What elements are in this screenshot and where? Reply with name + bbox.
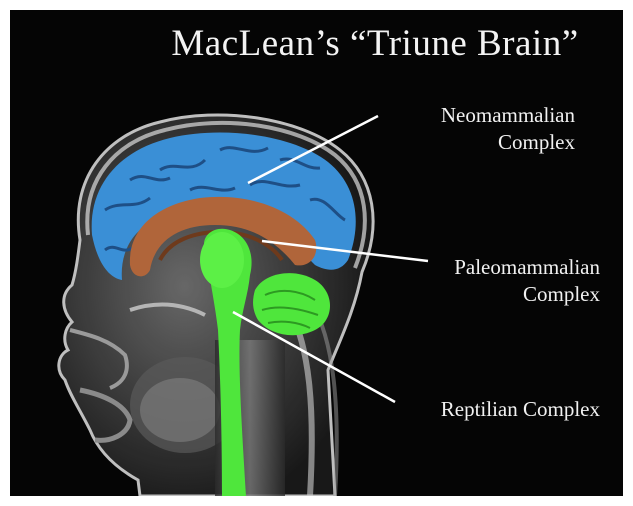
paleomammalian-label-line-1: Paleomammalian — [390, 254, 600, 281]
neomammalian-label-line-1: Neomammalian — [370, 102, 575, 129]
reptilian-label: Reptilian Complex — [370, 396, 600, 423]
diagram-title: MacLean’s “Triune Brain” — [140, 22, 610, 65]
paleomammalian-label: Paleomammalian Complex — [390, 254, 600, 308]
neomammalian-label-line-2: Complex — [370, 129, 575, 156]
diagram-frame: MacLean’s “Triune Brain” Neomammalian Co… — [10, 10, 623, 496]
neomammalian-label: Neomammalian Complex — [370, 102, 575, 156]
triune-brain-illustration — [10, 10, 623, 496]
paleomammalian-label-line-2: Complex — [390, 281, 600, 308]
